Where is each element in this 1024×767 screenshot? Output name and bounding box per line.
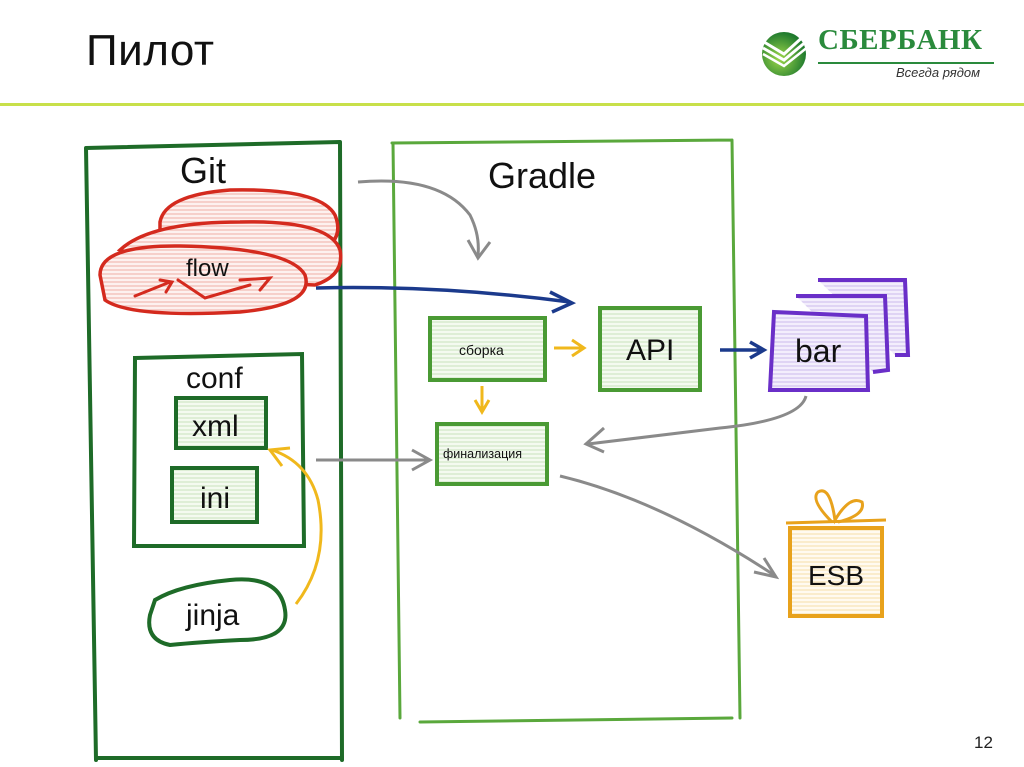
gift-bow-icon bbox=[814, 489, 864, 525]
arrow-finalize-to-esb bbox=[559, 474, 780, 580]
build-node: сборка bbox=[428, 316, 547, 382]
sberbank-logo: СБЕРБАНК Всегда рядом bbox=[756, 20, 1006, 90]
xml-node bbox=[174, 396, 268, 450]
sberbank-emblem-icon bbox=[762, 32, 810, 76]
conf-container: conf xml ini bbox=[131, 351, 307, 548]
jinja-node: jinja bbox=[147, 577, 288, 648]
logo-slogan: Всегда рядом bbox=[896, 65, 981, 80]
slide-title: Пилот bbox=[86, 26, 215, 75]
flow-label: flow bbox=[186, 255, 229, 282]
arrow-flow-to-api bbox=[315, 285, 577, 314]
ini-node bbox=[170, 466, 259, 524]
flow-stack: flow bbox=[98, 188, 343, 316]
build-label: сборка bbox=[459, 342, 504, 358]
jinja-label: jinja bbox=[185, 599, 240, 632]
page-number: 12 bbox=[974, 733, 993, 752]
api-node: API bbox=[598, 306, 702, 392]
xml-label: xml bbox=[192, 410, 239, 443]
flow-node bbox=[98, 244, 308, 316]
git-container: Git bbox=[84, 140, 344, 762]
logo-underline bbox=[818, 62, 994, 64]
arrow-bar-to-finalize bbox=[583, 395, 808, 454]
finalize-label: финализация bbox=[443, 447, 522, 461]
git-label: Git bbox=[180, 150, 226, 191]
arrow-api-to-bar bbox=[720, 340, 768, 360]
header-divider bbox=[0, 103, 1024, 106]
ini-label: ini bbox=[200, 482, 230, 515]
logo-name: СБЕРБАНК bbox=[818, 24, 983, 56]
arrow-build-to-api bbox=[554, 338, 587, 358]
finalize-node: финализация bbox=[435, 422, 549, 486]
arrow-conf-to-finalize bbox=[316, 448, 434, 472]
esb-label: ESB bbox=[808, 560, 864, 591]
gradle-container: Gradle bbox=[390, 138, 742, 724]
api-label: API bbox=[626, 334, 674, 367]
bar-node bbox=[767, 309, 871, 392]
arrow-jinja-to-xml bbox=[267, 446, 323, 605]
arrow-git-to-gradle bbox=[357, 179, 492, 261]
arrow-build-to-finalize bbox=[473, 386, 491, 415]
esb-node: ESB bbox=[785, 489, 887, 618]
bar-label: bar bbox=[795, 333, 842, 369]
conf-label: conf bbox=[186, 362, 243, 395]
gradle-label: Gradle bbox=[488, 155, 596, 196]
bar-stack: bar bbox=[767, 278, 911, 392]
flow-inner-arrows-icon bbox=[133, 276, 274, 300]
